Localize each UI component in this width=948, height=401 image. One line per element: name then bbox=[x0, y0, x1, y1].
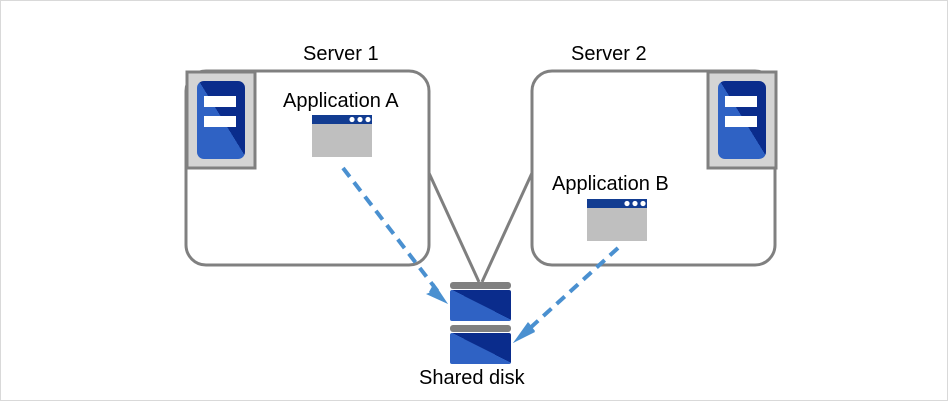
application-b-window-icon bbox=[587, 199, 647, 241]
disk-platter-lower bbox=[450, 333, 511, 364]
app-window-body bbox=[587, 208, 647, 241]
app-window-titlebar bbox=[587, 199, 647, 208]
app-window-dot-3 bbox=[640, 200, 646, 207]
arrow-head-2 bbox=[429, 283, 448, 304]
server1-group[interactable] bbox=[184, 69, 431, 267]
server2-label: Server 2 bbox=[571, 43, 647, 65]
disk-platter-upper bbox=[450, 290, 511, 321]
app-window-body bbox=[312, 124, 372, 157]
app-window-dot-2 bbox=[357, 116, 363, 123]
connector-server1-to-disk bbox=[427, 172, 481, 283]
arrow-shaft bbox=[527, 246, 620, 331]
disk-bar-upper bbox=[450, 282, 511, 289]
server2-group[interactable] bbox=[530, 69, 778, 267]
application-a-label: Application A bbox=[283, 90, 399, 112]
server-icon-bar-bottom bbox=[204, 116, 236, 127]
server-icon-bar-top bbox=[725, 96, 757, 107]
application-b-label: Application B bbox=[552, 173, 669, 195]
app-window-dot-1 bbox=[624, 200, 630, 207]
arrow-application-a-to-disk bbox=[341, 166, 448, 304]
server-icon-bar-top bbox=[204, 96, 236, 107]
arrow-application-b-to-disk bbox=[513, 246, 620, 343]
shared-disk-icon[interactable] bbox=[450, 282, 511, 364]
server1-label: Server 1 bbox=[303, 43, 379, 65]
arrow-shaft bbox=[341, 166, 441, 295]
application-a-window-icon bbox=[312, 115, 372, 157]
data-flow-arrows bbox=[341, 166, 620, 343]
arrow-head-2 bbox=[513, 322, 535, 343]
app-window-dot-2 bbox=[632, 200, 638, 207]
disk-bar-lower bbox=[450, 325, 511, 332]
connector-server2-to-disk bbox=[480, 172, 534, 283]
app-window-titlebar bbox=[312, 115, 372, 124]
app-window-dot-1 bbox=[349, 116, 355, 123]
server1-server-icon bbox=[185, 70, 257, 170]
server-icon-bar-bottom bbox=[725, 116, 757, 127]
app-window-dot-3 bbox=[365, 116, 371, 123]
connector-lines bbox=[427, 172, 534, 283]
server2-server-icon bbox=[706, 70, 778, 170]
shared-disk-label: Shared disk bbox=[419, 367, 525, 389]
